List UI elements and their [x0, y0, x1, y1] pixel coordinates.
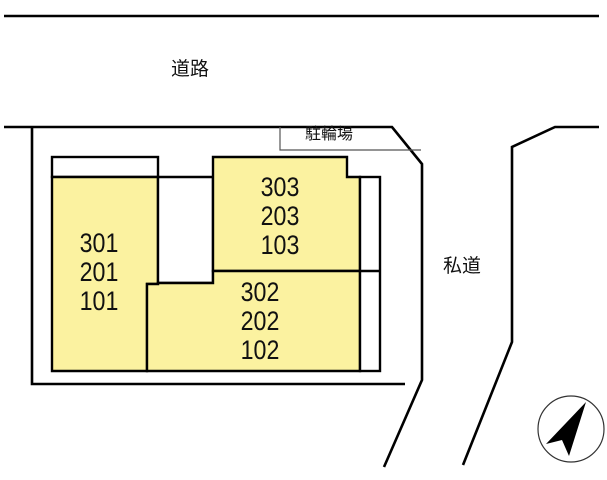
west-wing-units: 301 201 101 — [69, 229, 129, 316]
unit-label: 203 — [260, 201, 300, 231]
top-road-label: 道路 — [171, 58, 210, 80]
unit-label: 103 — [260, 230, 300, 260]
building-south-east-wing — [145, 269, 362, 373]
private-road-label: 私道 — [443, 255, 482, 277]
unit-label: 303 — [260, 172, 300, 202]
south-east-wing-units: 302 202 102 — [230, 278, 290, 365]
unit-label: 201 — [79, 257, 119, 287]
west-wing-balcony — [50, 155, 160, 179]
unit-label: 301 — [79, 228, 119, 258]
unit-label: 302 — [240, 277, 280, 307]
private-road-edge — [461, 125, 599, 466]
courtyard-gap — [156, 175, 215, 285]
unit-label: 102 — [240, 335, 280, 365]
lot-boundary-right — [4, 125, 424, 468]
unit-label: 101 — [79, 286, 119, 316]
lot-boundary — [30, 127, 405, 386]
north-arrow-icon — [537, 395, 605, 463]
unit-label: 202 — [240, 306, 280, 336]
bicycle-parking-label: 駐輪場 — [305, 124, 354, 143]
east-balcony — [358, 175, 382, 373]
bicycle-parking-area — [279, 127, 421, 151]
north-east-wing-units: 303 203 103 — [250, 173, 310, 260]
